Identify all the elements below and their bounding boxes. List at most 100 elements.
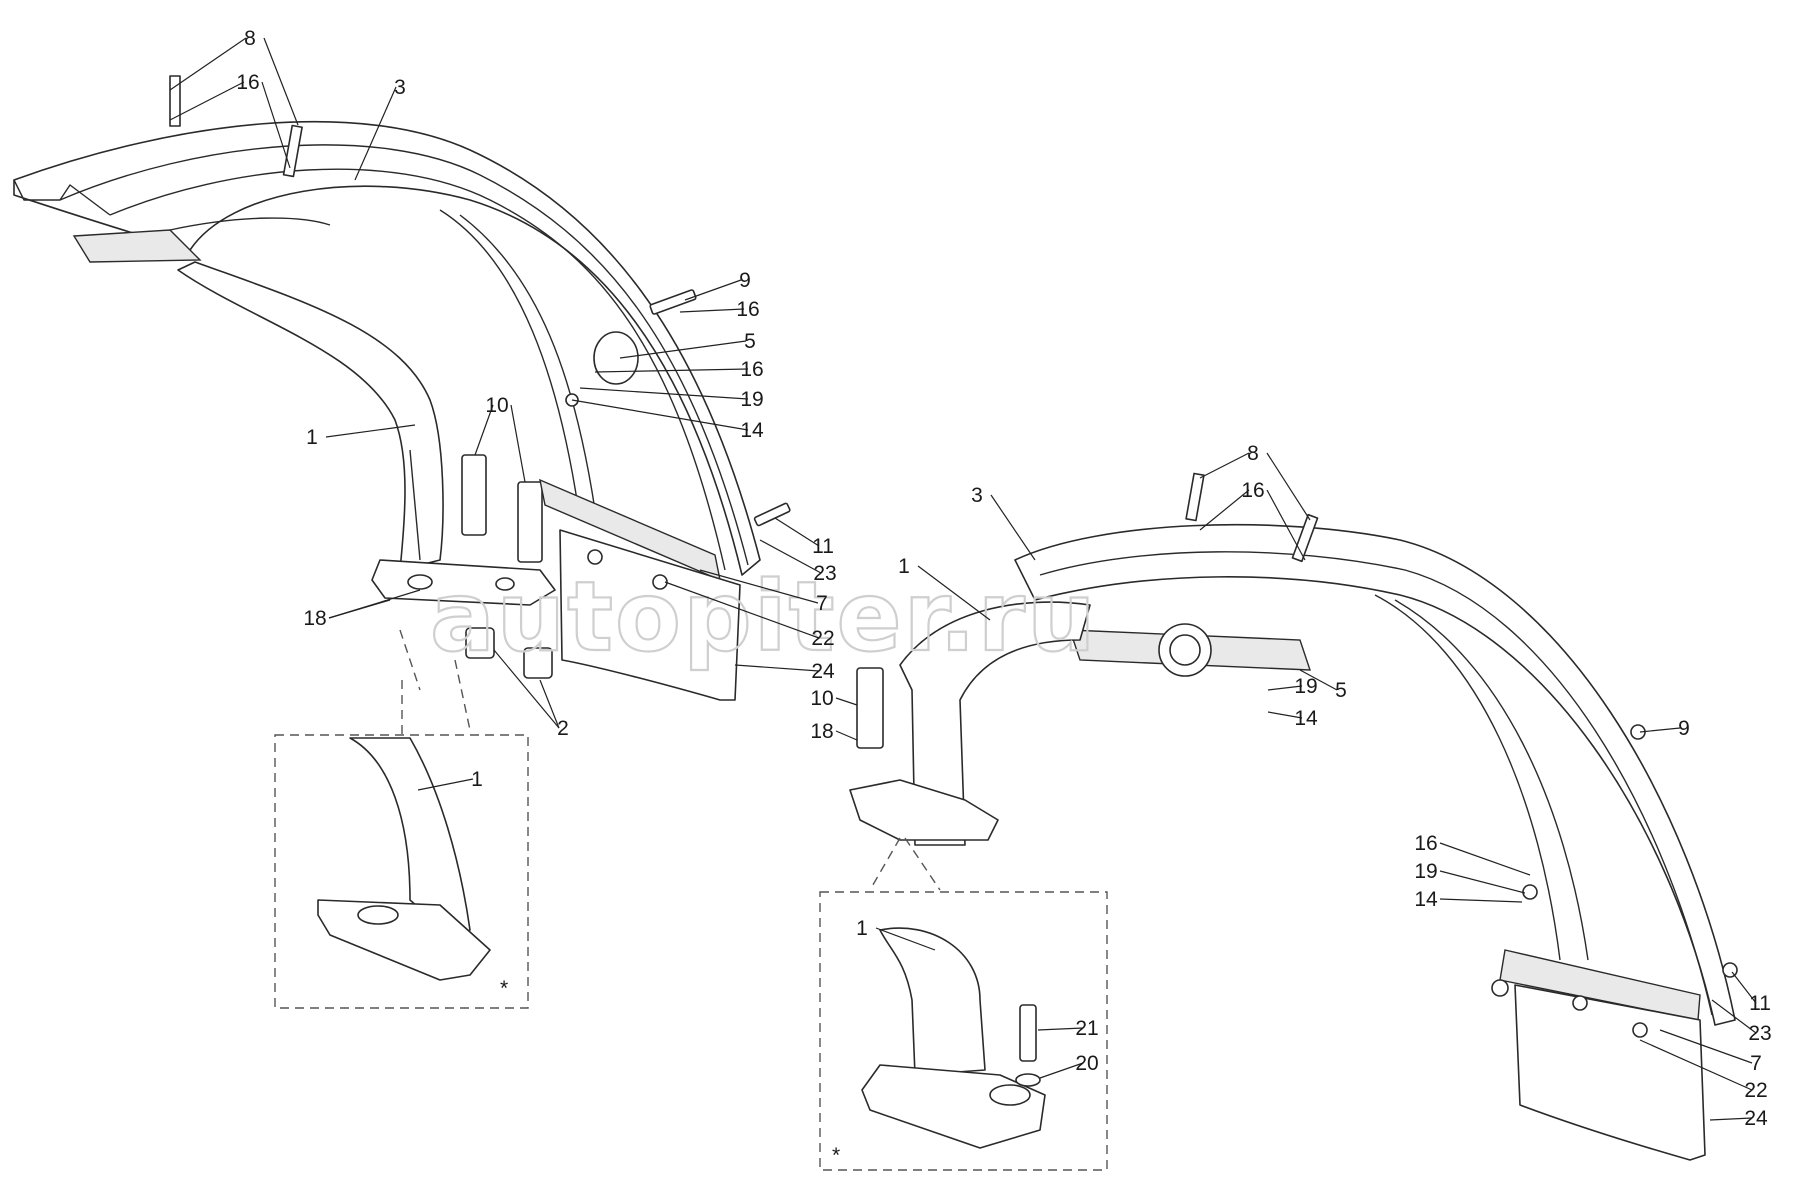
leader-line [759,539,822,574]
leader-line [417,778,474,791]
left-detail-marker: * [500,977,508,1000]
callout-number: 2 [557,717,569,740]
leader-line [1639,727,1681,733]
callout-number: 19 [740,388,763,411]
leader-line [594,368,749,373]
right-fender-shell [1014,523,1736,1026]
leader-line [325,424,416,438]
leader-line [1266,452,1311,521]
callout-number: 3 [971,484,983,507]
callout-number: 1 [856,917,868,940]
leader-line [474,404,494,456]
callout-number: 1 [898,555,910,578]
callout-number: 7 [816,592,828,615]
watermark-text: autopiter.ru [430,561,1097,673]
callout-number: 14 [1414,888,1438,911]
callout-number: 22 [811,627,834,650]
callout-number: 19 [1414,860,1437,883]
callout-number: 24 [1744,1107,1768,1130]
callout-number: 8 [1247,442,1259,465]
callout-number: 16 [236,71,259,94]
leader-line [664,581,820,639]
callout-number: 8 [244,27,256,50]
leader-line [1199,452,1250,479]
left-fender-shell [13,120,761,576]
leader-line [1199,489,1250,531]
left-support-leg [177,261,444,571]
leader-line [875,927,936,951]
callout-number: 16 [736,298,759,321]
leader-line [261,81,291,169]
callout-number: 21 [1075,1017,1098,1040]
leader-line [679,308,745,313]
callout-number: 9 [1678,717,1690,740]
leader-line [699,569,819,604]
callout-number: 16 [1414,832,1437,855]
callout-number: 10 [810,687,833,710]
callout-number: 24 [811,660,835,683]
callout-number: 7 [1750,1052,1762,1075]
leader-line [1711,999,1757,1034]
leader-lines [169,37,1757,1121]
callout-number: 22 [1744,1079,1767,1102]
leader-line [539,679,560,729]
leader-line [917,565,991,621]
leader-line [263,37,299,126]
callout-number: 18 [303,607,326,630]
leader-line [1439,898,1523,903]
callout-number: 10 [485,394,508,417]
leader-line [1299,669,1338,691]
leader-line [734,664,820,672]
callout-number: 9 [739,269,751,292]
leader-line [510,404,526,483]
callout-number: 11 [1749,992,1771,1015]
leader-line [493,649,560,729]
leader-line [1639,1039,1753,1091]
callout-number: 23 [1748,1022,1771,1045]
callout-number: 18 [810,720,833,743]
leader-line [1266,489,1306,561]
leader-line [1659,1029,1753,1064]
right-fender-assembly [849,472,1738,1161]
leader-line [328,589,421,619]
callout-number: 11 [812,535,834,558]
callout-number: 23 [813,562,836,585]
callout-number: 3 [394,76,406,99]
callout-number: 1 [471,768,483,791]
callout-number: 16 [1241,479,1264,502]
callout-number: 14 [740,419,764,442]
leader-line [1037,1027,1084,1031]
leader-line [169,81,245,121]
leader-line [1267,711,1303,719]
right-detail-inset [819,837,1108,1171]
leader-line [1731,971,1757,1004]
callout-number: 5 [1335,679,1347,702]
leader-line [835,697,858,706]
leader-line [1267,685,1303,691]
callout-number: 20 [1075,1052,1098,1075]
leader-line [774,517,820,547]
leader-line [1709,1117,1753,1121]
leader-line [1439,842,1531,876]
left-detail-inset [274,629,529,1009]
left-fender-assembly [13,75,791,701]
leader-line [1439,870,1526,894]
right-detail-marker: * [832,1144,840,1167]
leader-line [835,730,858,741]
right-support-leg [899,601,1091,846]
leader-line [169,37,247,91]
callout-number: 16 [740,358,763,381]
leader-line [579,387,749,400]
callout-number: 14 [1294,707,1318,730]
callout-number: 1 [306,426,318,449]
callout-number: 5 [744,330,756,353]
leader-line [990,494,1036,561]
leader-line [1039,1062,1084,1079]
callout-number: 19 [1294,675,1317,698]
leader-line [354,86,397,181]
leader-line [684,279,742,301]
leader-line [619,340,747,359]
leader-line [571,399,749,431]
